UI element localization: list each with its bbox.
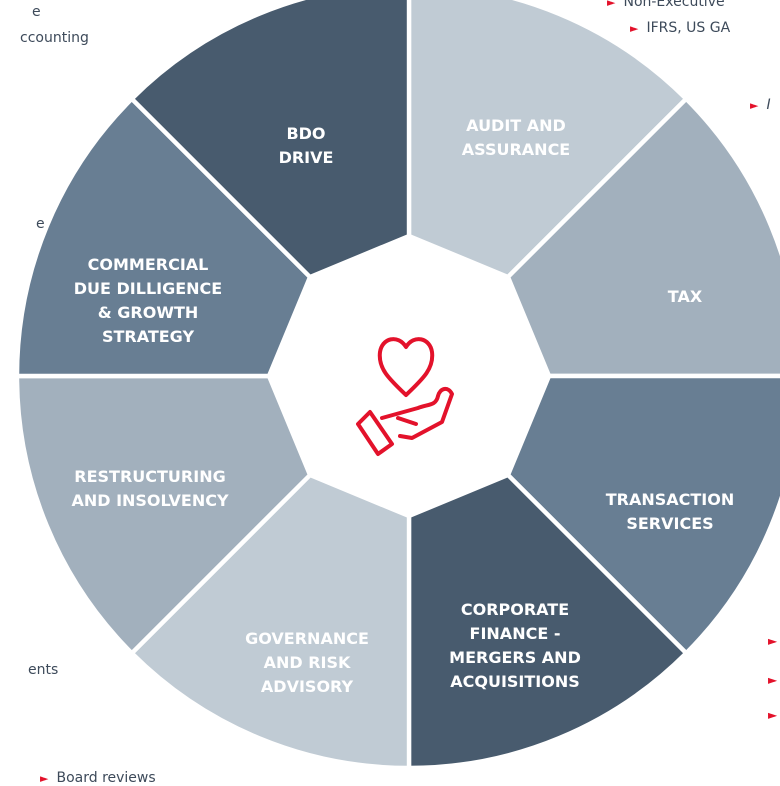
heart-in-hand-icon [356,337,454,456]
segment-label-line: ASSURANCE [462,140,570,159]
segment-label-line: RESTRUCTURING [74,467,225,486]
bullet-icon: ► [768,708,778,722]
segment-label-line: DUE DILLIGENCE [74,279,222,298]
segment-label-line: TRANSACTION [606,490,735,509]
segment-label-line: AND RISK [264,653,351,672]
segment-label: AUDIT AND ASSURANCE [462,116,570,159]
segment-label-line: & GROWTH [98,303,199,322]
fragment-top-right-2: ►IFRS, US GA [630,20,731,36]
segment-label-line: TAX [668,287,703,306]
segment-tax [505,95,780,379]
bullet-icon: ► [630,22,639,35]
fragment-top-right-3: ►I [750,97,771,113]
segment-governance-and-risk-advisory [128,472,412,771]
fragment-bottom-left: ents [28,662,59,678]
bullet-icon: ► [607,0,616,9]
segment-label: TRANSACTION SERVICES [606,490,735,533]
segment-label-line: FINANCE - [470,624,561,643]
fragment-top-left-2: ccounting [20,30,89,46]
fragment-bottom-center: ►Board reviews [40,770,156,786]
bullet-icon: ► [768,673,778,687]
segment-label: CORPORATE FINANCE - MERGERS AND ACQUISITION… [449,600,581,691]
segment-label: COMMERCIAL DUE DILLIGENCE & GROWTH STRATEGY [74,255,222,346]
bullet-icon: ► [750,99,759,112]
center-hub [279,246,539,506]
segment-label: BDO DRIVE [279,124,334,167]
fragment-top-left-1: e [32,4,41,20]
segment-label: RESTRUCTURING AND INSOLVENCY [71,467,229,510]
segment-label-line: GOVERNANCE [245,629,369,648]
bullet-icon: ► [40,772,49,785]
segment-label-line: COMMERCIAL [88,255,209,274]
segment-corporate-finance-mergers-and-acquisitions [406,472,690,771]
segment-audit-and-assurance [406,0,690,280]
fragment-top-right-1: ►Non-Executive [607,0,725,10]
segment-label-line: DRIVE [279,148,334,167]
segment-label-line: STRATEGY [102,327,195,346]
bullet-icon: ► [768,634,778,648]
segment-label-line: ACQUISITIONS [450,672,580,691]
segment-label: TAX [668,287,703,306]
segment-transaction-services [505,373,780,657]
segment-label-line: SERVICES [626,514,713,533]
segment-label-line: BDO [286,124,325,143]
segment-label-line: AUDIT AND [466,116,566,135]
segment-label-line: AND INSOLVENCY [71,491,229,510]
fragment-mid-left: e [36,216,45,232]
segment-restructuring-and-insolvency [14,373,313,657]
segment-commercial-due-dilligence-growth-strategy [14,95,313,379]
segment-label-line: CORPORATE [461,600,569,619]
segment-label: GOVERNANCE AND RISK ADVISORY [245,629,369,696]
segment-label-line: ADVISORY [261,677,354,696]
segment-bdo-drive [128,0,412,280]
segment-label-line: MERGERS AND [449,648,581,667]
